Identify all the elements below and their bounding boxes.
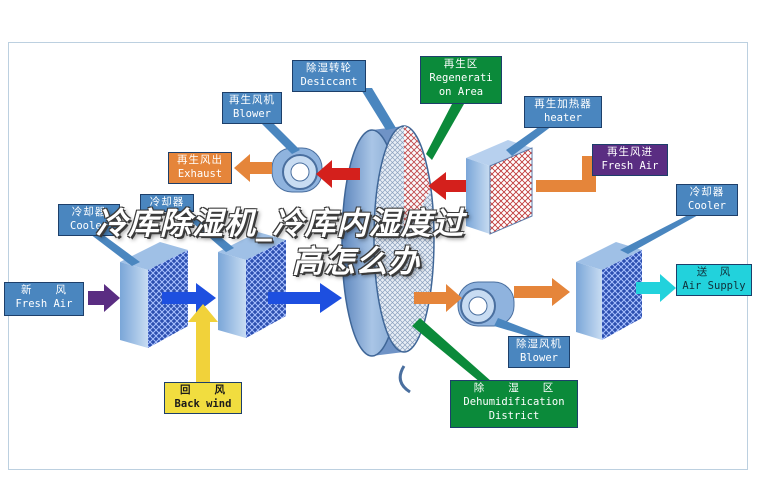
back-wind-label: 回 风 Back wind	[164, 382, 242, 414]
cooler-left-label-zh: 冷却器	[71, 206, 107, 218]
fresh-air-in-label-zh: 新 风	[21, 284, 67, 296]
dehumid-district-label: 除 湿 区 Dehumidification District	[450, 380, 578, 428]
cooled-air-arrow-2	[268, 283, 342, 313]
cooler-right-label: 冷却器 Cooler	[676, 184, 738, 216]
dehumid-blower-label-zh: 除湿风机	[516, 338, 562, 350]
regen-fresh-air-label-en: Fresh Air	[601, 160, 659, 172]
cooler-left-label: 冷却器 Cooler	[58, 204, 120, 236]
regen-exhaust-label-en: Exhaust	[177, 168, 223, 180]
fresh-air-arrow	[88, 284, 120, 312]
regen-exhaust-label: 再生风出 Exhaust	[168, 152, 232, 184]
desiccant-label-en: Desiccant	[300, 76, 358, 88]
cooler-right-label-zh: 冷却器	[689, 186, 725, 198]
regen-fresh-air-label-zh: 再生风进	[607, 146, 653, 158]
cooler-mid-label-zh: 冷却器	[149, 196, 185, 208]
regeneration-area-label-zh: 再生区	[443, 58, 479, 70]
heated-air-arrow	[428, 172, 466, 200]
cooler-right-label-en: Cooler	[688, 200, 726, 212]
diagram-frame	[8, 42, 748, 470]
desiccant-label-zh: 除湿转轮	[306, 62, 352, 74]
regen-blower-unit	[271, 147, 323, 193]
supply-arrow-1	[514, 278, 570, 306]
cooler-right-unit	[576, 242, 642, 340]
air-supply-arrow	[636, 274, 676, 302]
cooler-mid-unit	[218, 232, 286, 338]
desiccant-label: 除湿转轮 Desiccant	[292, 60, 366, 92]
headline-line-1: 冷库除湿机_冷库内湿度过	[96, 206, 465, 242]
regen-heater-label: 再生加热器 heater	[524, 96, 602, 128]
fresh-air-in-label-en: Fresh Air	[15, 298, 73, 310]
regen-blower-label-zh: 再生风机	[229, 94, 275, 106]
cooler-left-label-en: Cooler	[70, 220, 108, 232]
regen-fresh-air-label: 再生风进 Fresh Air	[592, 144, 668, 176]
airflow-arrows	[88, 154, 676, 382]
exhaust-arrow	[234, 154, 272, 182]
regen-heater-label-zh: 再生加热器	[534, 98, 592, 110]
regen-exhaust-label-zh: 再生风出	[177, 154, 223, 166]
regen-blower-label: 再生风机 Blower	[222, 92, 282, 124]
regen-heater-label-en: heater	[544, 112, 582, 124]
dehumid-blower-label-en: Blower	[520, 352, 558, 364]
dehumid-blower-label: 除湿风机 Blower	[508, 336, 570, 368]
regeneration-area-label-en2: on Area	[438, 86, 484, 98]
air-supply-label-en: Air Supply	[682, 280, 746, 292]
back-wind-label-zh: 回 风	[180, 384, 226, 396]
desiccant-wheel	[341, 125, 435, 394]
regeneration-area-label: 再生区 Regenerati on Area	[420, 56, 502, 104]
regen-blower-label-en: Blower	[233, 108, 271, 120]
back-wind-arrow	[188, 304, 218, 382]
dehumid-district-label-en: Dehumidification	[463, 396, 565, 408]
callout-leaders	[90, 88, 700, 382]
regeneration-area-label-en: Regenerati	[429, 72, 493, 84]
wet-air-arrow	[316, 160, 360, 188]
fresh-air-in-label: 新 风 Fresh Air	[4, 282, 84, 316]
regen-air-arrow	[536, 156, 596, 192]
dehumid-district-label-en2: District	[488, 410, 540, 422]
dehumid-blower-unit	[457, 281, 515, 327]
dry-air-arrow	[414, 284, 462, 312]
air-supply-label: 送 风 Air Supply	[676, 264, 752, 296]
headline-overlay: 冷库除湿机_冷库内湿度过 高怎么办	[96, 205, 656, 281]
air-supply-label-zh: 送 风	[696, 266, 732, 278]
back-wind-label-en: Back wind	[174, 398, 232, 410]
cooler-mid-label: 冷却器	[140, 194, 194, 212]
headline-line-2: 高怎么办	[292, 244, 420, 280]
dehumid-district-label-zh: 除 湿 区	[473, 382, 555, 394]
